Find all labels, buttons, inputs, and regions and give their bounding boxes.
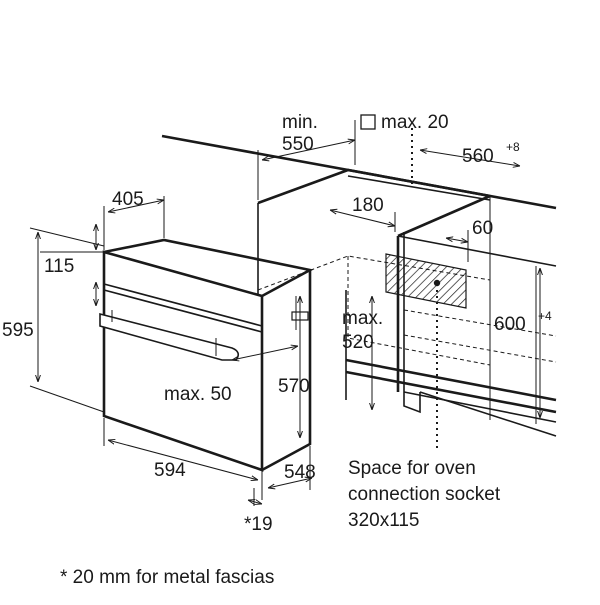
oven-body <box>99 238 314 472</box>
label-180: 180 <box>352 195 384 216</box>
cabinet-niche <box>161 134 557 437</box>
footnote-text: * 20 mm for metal fascias <box>60 567 274 588</box>
label-548: 548 <box>284 462 316 483</box>
label-max-50: max. 50 <box>164 384 232 405</box>
label-max-20: max. 20 <box>381 112 449 133</box>
label-570: 570 <box>278 376 310 397</box>
label-115: 115 <box>44 256 74 277</box>
label-594: 594 <box>154 460 186 481</box>
label-595: 595 <box>2 320 34 341</box>
socket-note-line3: 320x115 <box>348 510 420 531</box>
label-niche-width-tolerance: +8 <box>506 140 520 154</box>
label-niche-height-tolerance: +4 <box>538 309 552 323</box>
dimension-lines <box>29 114 540 506</box>
label-60: 60 <box>472 218 493 239</box>
label-niche-height-600: 600 <box>494 314 526 335</box>
label-depth-550: 550 <box>282 134 314 155</box>
label-niche-width-560: 560 <box>462 146 494 167</box>
label-max-520-line1: max. <box>342 308 383 329</box>
socket-note-line2: connection socket <box>348 484 501 505</box>
label-footnote-ref-19: *19 <box>244 514 273 535</box>
connection-socket-area <box>385 128 467 452</box>
socket-note-line1: Space for oven <box>348 458 476 479</box>
label-405: 405 <box>112 189 144 210</box>
label-max-520-line2: 520 <box>342 332 374 353</box>
label-min: min. <box>282 112 318 133</box>
